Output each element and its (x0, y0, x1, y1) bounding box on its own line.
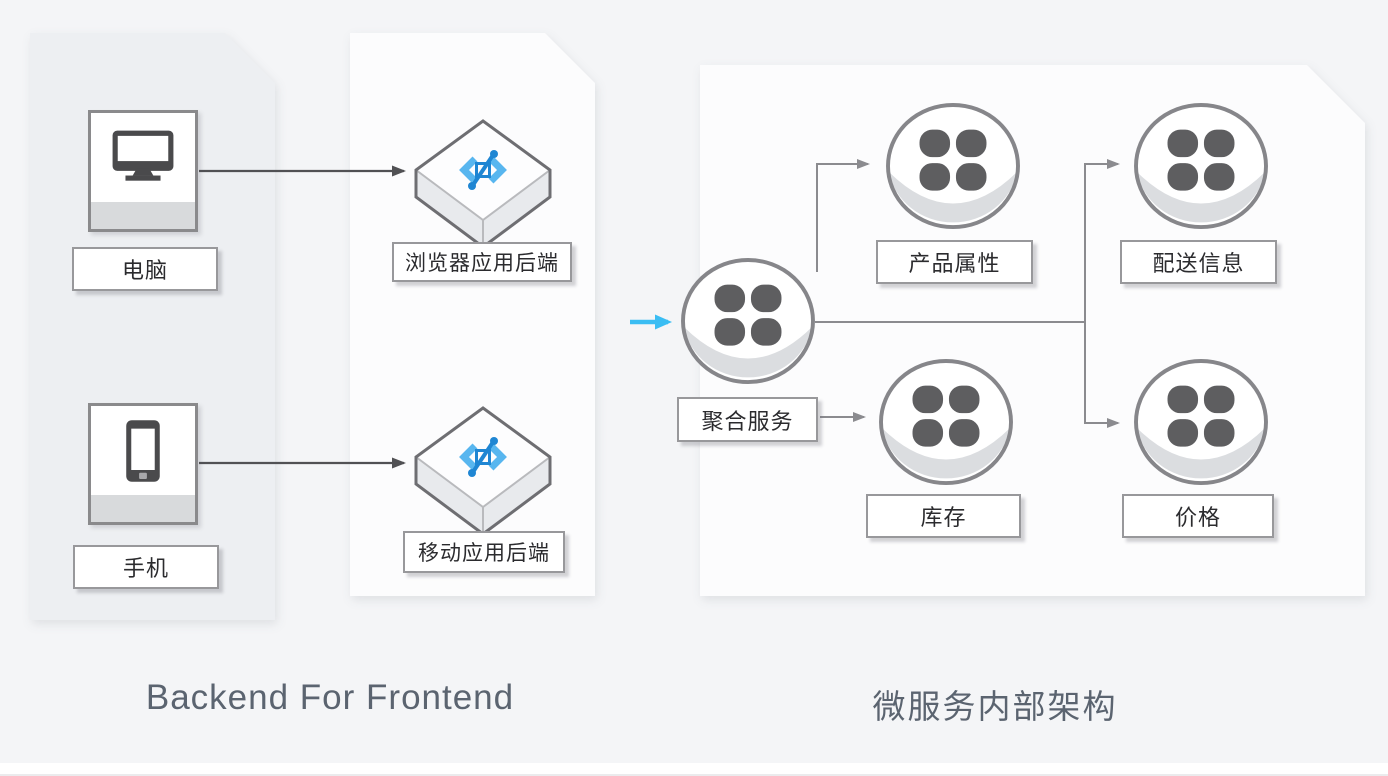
code-integration-icon (459, 437, 507, 477)
desktop-computer-icon (112, 130, 174, 181)
mobile-backend-label-text: 移动应用后端 (418, 542, 550, 565)
aggregator-label: 聚合服务 (677, 397, 818, 442)
connector-to-shipping-info (1084, 159, 1120, 322)
phone-node-base (91, 495, 195, 522)
bff-caption: Backend For Frontend (130, 678, 530, 718)
inventory-label-text: 库存 (920, 505, 967, 530)
phone-icon-area (91, 406, 195, 495)
microservice-icon (714, 284, 782, 346)
product-attrs-label: 产品属性 (876, 240, 1033, 284)
aggregator-label-text: 聚合服务 (701, 408, 794, 434)
inventory-service-node (879, 359, 1013, 486)
product-attrs-service-node (886, 103, 1020, 230)
code-integration-icon (459, 150, 507, 190)
mobile-backend-label: 移动应用后端 (403, 531, 565, 573)
price-service-node (1134, 359, 1268, 486)
microservices-caption: 微服务内部架构 (795, 680, 1195, 728)
phone-node (88, 403, 198, 525)
connector-to-price (1084, 322, 1120, 428)
microservice-icon (1167, 385, 1235, 447)
computer-node (88, 110, 198, 232)
price-label-text: 价格 (1174, 505, 1221, 530)
inventory-label: 库存 (866, 494, 1021, 538)
computer-label: 电脑 (72, 247, 218, 291)
phone-label-text: 手机 (122, 556, 169, 581)
connector-aggregator-to-product-attrs (816, 159, 870, 272)
computer-icon-area (91, 113, 195, 202)
bff-caption-text: Backend For Frontend (145, 678, 515, 717)
browser-backend-label: 浏览器应用后端 (392, 242, 572, 282)
microservices-caption-text: 微服务内部架构 (872, 688, 1118, 725)
price-label: 价格 (1122, 494, 1274, 538)
page-bottom-strip (0, 763, 1388, 776)
microservice-icon (912, 385, 980, 447)
mobile-backend-node (414, 406, 552, 536)
microservice-icon (1167, 129, 1235, 191)
smartphone-icon (126, 419, 160, 482)
browser-backend-node (414, 119, 552, 249)
shipping-info-service-node (1134, 103, 1268, 230)
shipping-info-label-text: 配送信息 (1152, 251, 1245, 276)
phone-label: 手机 (73, 545, 219, 589)
aggregator-service-node (681, 258, 815, 385)
computer-label-text: 电脑 (121, 258, 168, 283)
shipping-info-label: 配送信息 (1120, 240, 1277, 284)
product-attrs-label-text: 产品属性 (908, 251, 1001, 276)
computer-node-base (91, 202, 195, 229)
microservice-icon (919, 129, 987, 191)
browser-backend-label-text: 浏览器应用后端 (405, 252, 559, 275)
